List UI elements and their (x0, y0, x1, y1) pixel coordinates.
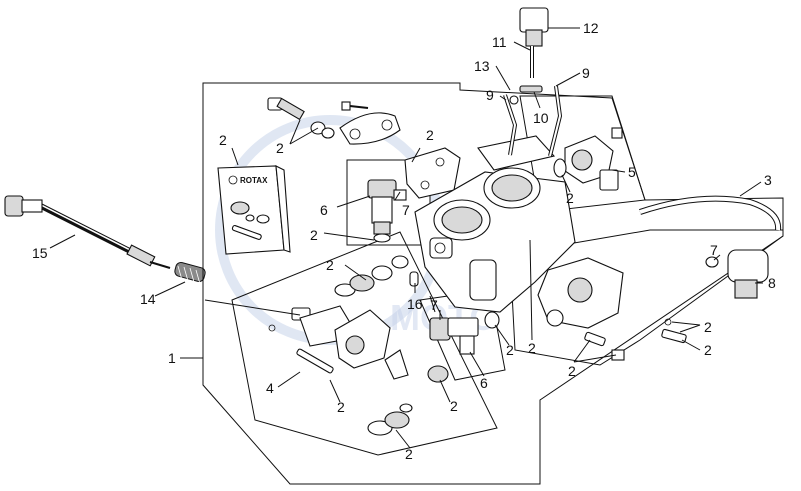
throttle-body (414, 135, 576, 313)
fuel-hose (639, 195, 782, 231)
throttle-spring-subframe (231, 231, 498, 456)
callout-7: 7 (430, 297, 438, 313)
callout-2: 2 (506, 342, 514, 358)
callout-6: 6 (320, 202, 328, 218)
callout-3: 3 (764, 172, 772, 188)
callout-2: 2 (326, 257, 334, 273)
svg-text:ROTAX: ROTAX (240, 176, 268, 185)
callout-2: 2 (566, 190, 574, 206)
throttle-springs (334, 255, 449, 436)
callout-16: 16 (407, 296, 423, 312)
callout-7: 7 (710, 242, 718, 258)
map-sensor (519, 7, 549, 78)
callout-2: 2 (704, 342, 712, 358)
callout-14: 14 (140, 291, 156, 307)
callout-7: 7 (402, 202, 410, 218)
fuel-rail-subframe (509, 229, 784, 366)
callout-6: 6 (480, 375, 488, 391)
throttle-bracket (404, 147, 461, 199)
callout-2: 2 (568, 363, 576, 379)
banjo-bolt (267, 97, 401, 145)
assembly-frame (202, 82, 784, 485)
rotax-gasket-kit: ROTAX (217, 165, 291, 255)
callout-2: 2 (276, 140, 284, 156)
callout-10: 10 (533, 110, 549, 126)
leader-lines (49, 27, 763, 449)
callout-1: 1 (168, 350, 176, 366)
callout-9: 9 (582, 65, 590, 81)
callout-2: 2 (426, 127, 434, 143)
throttle-cable (4, 195, 171, 269)
fuel-injector-upper (367, 179, 407, 243)
callout-15: 15 (32, 245, 48, 261)
fuel-pressure-regulator (705, 249, 769, 299)
callout-8: 8 (768, 275, 776, 291)
callout-13: 13 (474, 58, 490, 74)
callout-9: 9 (486, 87, 494, 103)
callout-12: 12 (583, 20, 599, 36)
sensor-subframe (519, 95, 646, 213)
fuel-rail (537, 257, 687, 361)
callout-2: 2 (405, 446, 413, 462)
callout-2: 2 (310, 227, 318, 243)
callout-5: 5 (628, 164, 636, 180)
throttle-position-sensor (553, 127, 623, 191)
callout-4: 4 (266, 380, 274, 396)
callout-2: 2 (450, 398, 458, 414)
callout-2: 2 (219, 132, 227, 148)
fuel-injector-lower (429, 311, 500, 355)
callout-2: 2 (704, 319, 712, 335)
callout-labels: 1 15 14 2 2 2 6 7 2 2 16 7 4 2 2 2 6 2 2… (32, 20, 776, 462)
throttle-linkage (268, 305, 409, 380)
callout-2: 2 (337, 399, 345, 415)
vacuum-hoses (503, 85, 563, 157)
callout-2: 2 (528, 340, 536, 356)
callout-11: 11 (492, 34, 507, 50)
cable-spring (174, 261, 206, 285)
